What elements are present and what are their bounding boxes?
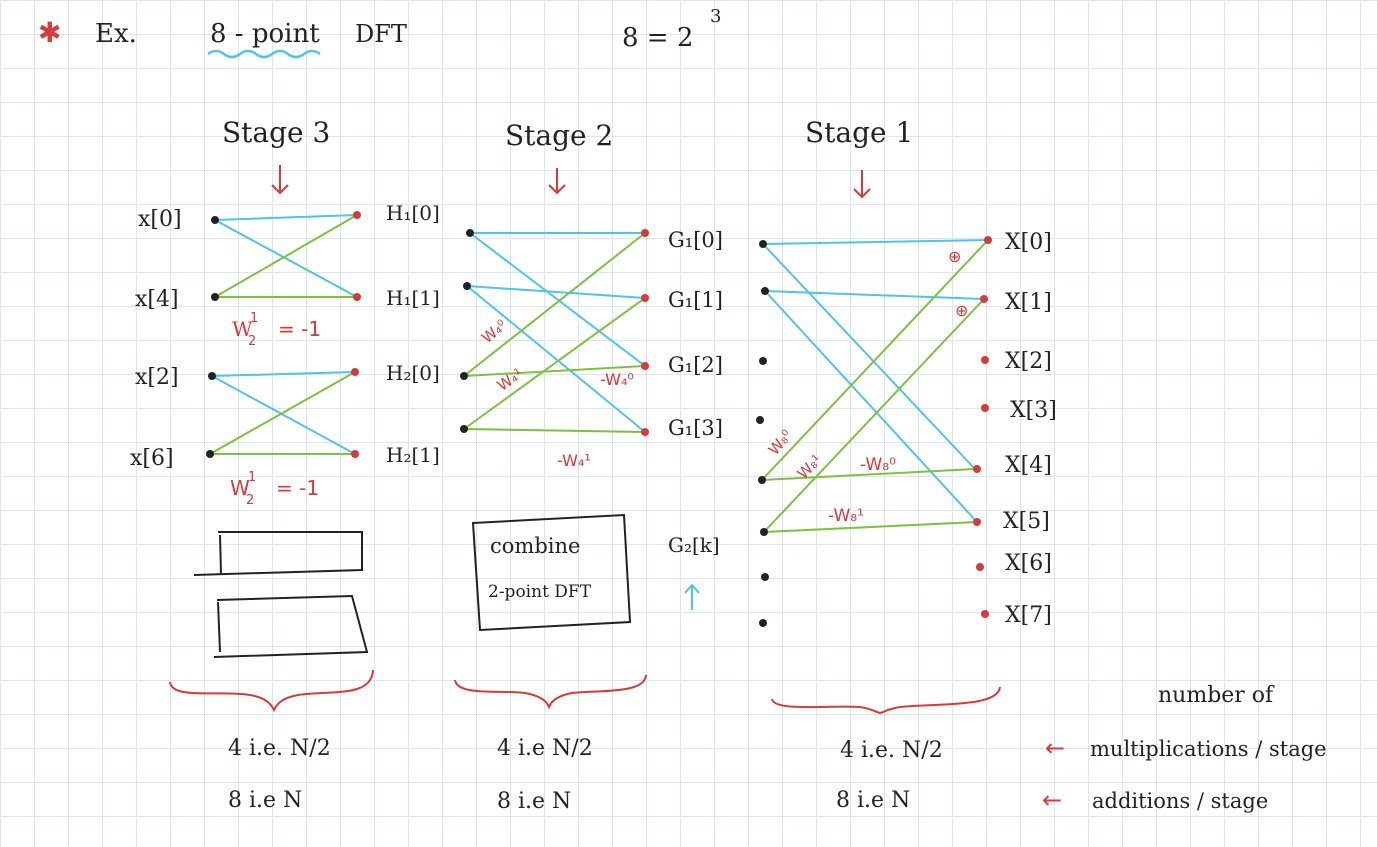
stage-1-twiddle: -W₈⁰ — [860, 455, 896, 475]
title-dft: DFT — [355, 20, 407, 48]
stage-2-twiddle: -W₄⁰ — [600, 370, 634, 389]
svg-text:= -1: = -1 — [276, 476, 319, 500]
mult-arrow-icon: ← — [1045, 734, 1065, 762]
svg-text:W: W — [232, 317, 253, 341]
stage-1-title: Stage 1 — [805, 116, 913, 149]
stage-3-box-bottom — [213, 594, 369, 658]
stage-2-brace — [454, 674, 647, 710]
stage-2-twiddle: W₄¹ — [494, 365, 526, 395]
stage-1-output-label: X[7] — [1005, 603, 1052, 628]
stage-3-add-count: 8 i.e N — [228, 788, 302, 813]
stage-2-output-label: G₁[2] — [668, 353, 723, 377]
stage-1-twiddle: W₈⁰ — [765, 426, 796, 458]
svg-text:W: W — [230, 476, 250, 500]
stage-2-twiddle: -W₄¹ — [557, 451, 591, 470]
stage-3-brace — [169, 669, 374, 713]
stage-1-mult-count: 4 i.e. N/2 — [840, 738, 943, 763]
stage-1-output-label: X[3] — [1010, 398, 1057, 423]
stage-2-input-label: H₂[0] — [386, 361, 440, 385]
stage-1-output-label: X[0] — [1005, 230, 1052, 255]
stage-1-brace — [771, 686, 1001, 715]
stage-3-input-label: x[6] — [130, 446, 174, 471]
stage-3-box-top — [193, 531, 363, 576]
stage-2-arrow-icon — [548, 168, 566, 195]
stage-1-output-label: X[4] — [1005, 453, 1052, 478]
stage-3-twiddle-bottom: W 2 1 = -1 — [230, 470, 319, 508]
title-underline — [207, 49, 321, 59]
stage-1-output-label: X[2] — [1005, 349, 1052, 374]
svg-text:1: 1 — [250, 311, 258, 326]
stage-2-input-label: H₁[1] — [386, 286, 440, 310]
svg-text:2: 2 — [248, 334, 256, 349]
example-label: Ex. — [95, 19, 137, 49]
stage-2-add-count: 8 i.e N — [497, 789, 571, 814]
stage-1-butterflies — [761, 239, 989, 533]
stage-3-input-label: x[2] — [135, 365, 179, 390]
stage-3-input-label: x[4] — [135, 287, 179, 312]
g2-label: G₂[k] — [668, 533, 720, 557]
stage-1-nodes — [756, 236, 992, 627]
stage-3-nodes — [206, 211, 361, 458]
number-of-label: number of — [1158, 683, 1275, 708]
star-icon: ✱ — [38, 16, 61, 49]
stage-2-mult-count: 4 i.e N/2 — [497, 736, 593, 761]
combine-subtext: 2-point DFT — [488, 582, 592, 602]
stage-3-title: Stage 3 — [222, 116, 330, 149]
plus-icon: ⊕ — [948, 247, 961, 266]
equation-exponent: 3 — [710, 6, 721, 27]
combine-text: combine — [490, 534, 580, 558]
plus-icon: ⊕ — [955, 301, 968, 320]
stage-3-twiddle-top: W 2 1 = -1 — [232, 311, 321, 349]
stage-2-output-label: G₁[3] — [668, 416, 723, 440]
stage-1-add-count: 8 i.e N — [836, 788, 910, 813]
stage-3-arrow-icon — [271, 165, 289, 195]
stage-1-twiddle: -W₈¹ — [828, 506, 864, 526]
add-label: additions / stage — [1092, 789, 1268, 813]
stage-3-butterflies — [209, 214, 358, 455]
stage-1-output-label: X[5] — [1003, 509, 1050, 534]
mult-label: multiplications / stage — [1090, 737, 1327, 761]
stage-1-arrow-icon — [853, 170, 871, 199]
svg-text:= -1: = -1 — [278, 317, 321, 341]
svg-text:2: 2 — [246, 493, 254, 508]
stage-2-nodes — [460, 229, 649, 436]
g2-arrow-icon — [684, 583, 700, 610]
stage-1-output-label: X[1] — [1005, 290, 1052, 315]
stage-1-output-label: X[6] — [1005, 551, 1052, 576]
combine-box — [471, 513, 632, 632]
stage-2-output-label: G₁[0] — [668, 228, 723, 252]
equation: 8 = 2 — [622, 23, 693, 53]
stage-2-butterflies — [463, 232, 646, 433]
stage-2-title: Stage 2 — [505, 119, 613, 152]
svg-text:1: 1 — [248, 470, 256, 485]
add-arrow-icon: ← — [1042, 786, 1062, 814]
stage-3-mult-count: 4 i.e. N/2 — [228, 736, 331, 761]
stage-2-input-label: H₁[0] — [386, 201, 440, 225]
title-8-point: 8 - point — [210, 19, 320, 49]
stage-2-output-label: G₁[1] — [668, 288, 723, 312]
stage-2-input-label: H₂[1] — [386, 443, 440, 467]
stage-3-input-label: x[0] — [138, 207, 182, 232]
